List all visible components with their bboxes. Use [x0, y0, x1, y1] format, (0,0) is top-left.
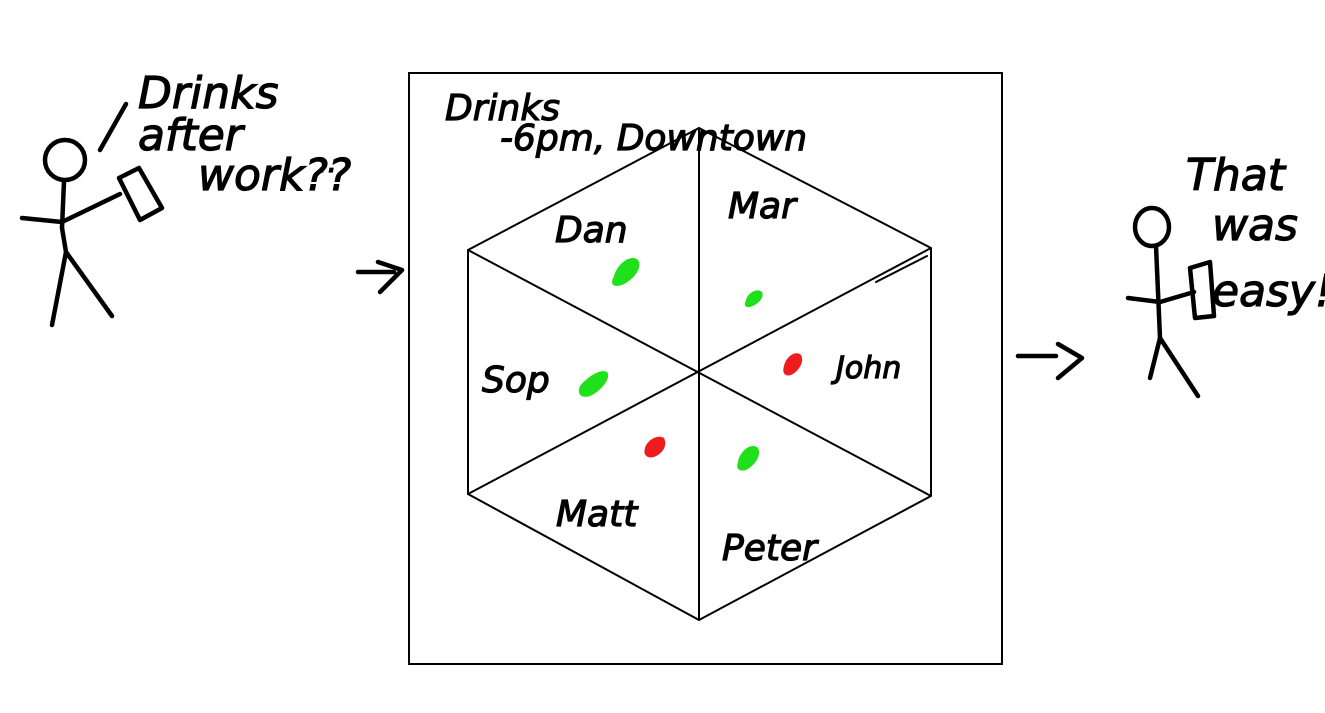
left-figure-arms: [19, 191, 123, 225]
right-speech-line-3: easy!: [1212, 266, 1325, 317]
left-speech-text: Drinks after work?? ..: [137, 67, 351, 201]
right-figure-arms: [1125, 289, 1197, 305]
segment-label-dan: Dan: [555, 210, 628, 251]
segment-label-matt: Matt: [556, 494, 639, 535]
arrow-right-icon: [355, 259, 405, 295]
right-speech-text: That was easy!: [1185, 149, 1325, 317]
board-title: Drinks: [445, 88, 560, 129]
right-glass-icon: [1187, 259, 1217, 321]
right-speech-line-1: That: [1186, 150, 1287, 201]
status-dot-dan: [612, 257, 640, 286]
right-figure-torso: [1153, 243, 1163, 341]
board-subtitle: -6pm, Downtown: [500, 118, 807, 159]
event-board: Drinks -6pm, Downtown Dan Mar John Peter…: [408, 72, 1003, 665]
status-dot-sop: [578, 371, 609, 397]
right-speech-line-2: was: [1212, 200, 1298, 251]
segment-label-peter: Peter: [722, 528, 819, 569]
arrow-right-icon-2: [1015, 341, 1085, 381]
status-dot-matt: [644, 436, 666, 458]
left-figure-legs: [49, 249, 115, 328]
status-dot-john: [783, 353, 803, 376]
hexagon-divider-diagonal-1: [467, 249, 932, 497]
hexagon-pencil-mark: [875, 255, 928, 283]
segment-label-sop: Sop: [482, 360, 550, 401]
left-speech-line-2: after: [138, 110, 246, 161]
status-dot-peter: [737, 445, 760, 471]
left-glass-icon: [116, 165, 165, 223]
left-stick-figure: [19, 101, 165, 328]
segment-label-mar: Mar: [728, 186, 798, 227]
right-figure-head: [1132, 205, 1172, 249]
left-speech-line-1: Drinks: [138, 68, 279, 119]
segment-label-john: John: [831, 351, 901, 386]
left-figure-head: [42, 137, 88, 183]
status-dot-mar: [744, 290, 763, 308]
right-figure-legs: [1147, 335, 1201, 399]
left-speech-tick: [97, 101, 129, 153]
board-frame: [408, 72, 1003, 665]
left-figure-torso: [59, 225, 69, 255]
right-stick-figure: [1125, 205, 1217, 399]
left-speech-dots: ..: [318, 145, 337, 180]
left-speech-line-3: work??: [198, 150, 351, 201]
hexagon-divider-diagonal-2: [467, 247, 932, 495]
